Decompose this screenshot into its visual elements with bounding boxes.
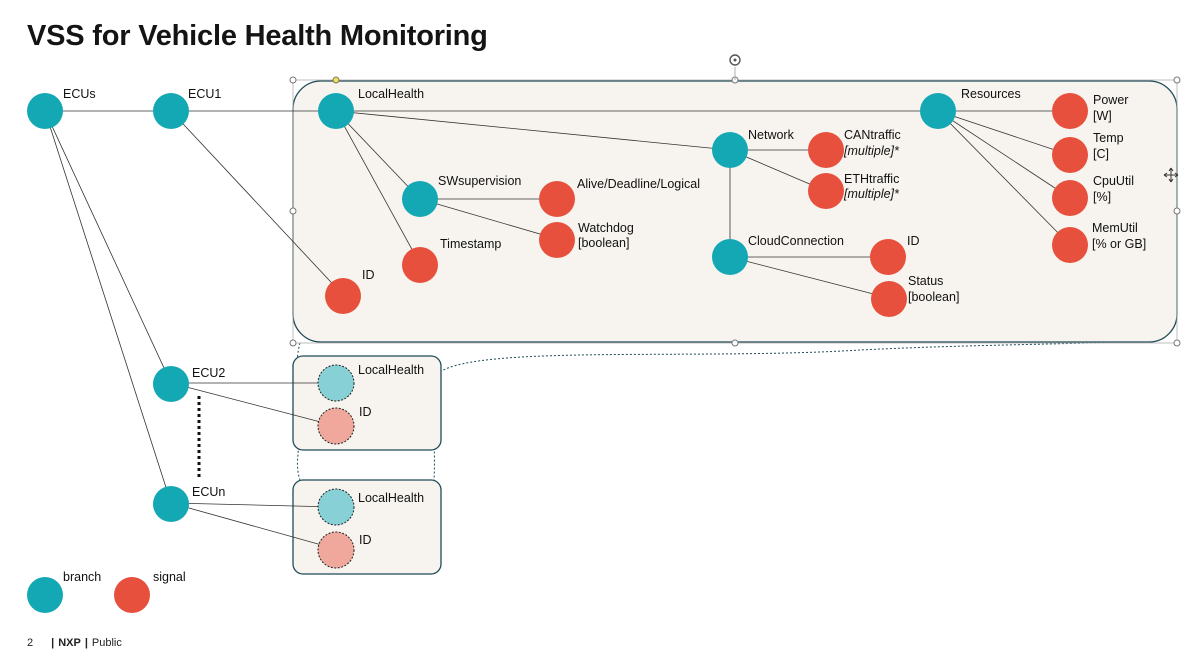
label-cloudconnection: CloudConnection (748, 234, 844, 248)
label-ecu2: ECU2 (192, 366, 225, 380)
footer: 2|NXP|Public (27, 637, 122, 649)
edge-swsupervision-watchdog (419, 198, 558, 240)
move-cursor-icon (1163, 167, 1179, 183)
edge-ecus-ecu2 (44, 110, 172, 384)
label-ecu2-id: ID (359, 405, 372, 419)
label-cpuutil-unit: [%] (1093, 190, 1111, 204)
node-ecun[interactable] (153, 486, 189, 522)
label-swsupervision: SWsupervision (438, 174, 521, 188)
label-resources: Resources (961, 87, 1021, 101)
edge-localhealth-network (335, 110, 731, 151)
node-memutil[interactable] (1052, 227, 1088, 263)
label-ecun-localhealth: LocalHealth (358, 491, 424, 505)
page-title: VSS for Vehicle Health Monitoring (27, 20, 488, 52)
edge-localhealth-swsupervision (335, 110, 421, 200)
resize-handle-ne[interactable] (1173, 76, 1181, 84)
resize-handle-s[interactable] (731, 339, 739, 347)
node-network[interactable] (712, 132, 748, 168)
resize-handle-w[interactable] (289, 207, 297, 215)
label-ecu2-localhealth: LocalHealth (358, 363, 424, 377)
legend-signal-swatch (114, 577, 150, 613)
label-ethtraffic: ETHtraffic (844, 172, 899, 186)
nodes (27, 93, 1088, 569)
label-ecus: ECUs (63, 87, 96, 101)
edge-localhealth-timestamp (335, 110, 421, 265)
node-localhealth[interactable] (318, 93, 354, 129)
footer-separator: | (84, 637, 88, 649)
node-ecu1-id[interactable] (325, 278, 361, 314)
edges (44, 110, 1071, 550)
node-labels: ECUs ECU1 LocalHealth Resources Power [W… (63, 87, 1146, 547)
selection-frame[interactable] (289, 54, 1181, 347)
page-number: 2 (27, 637, 34, 649)
edge-ecu2-id (170, 382, 337, 427)
node-cloudconnection[interactable] (712, 239, 748, 275)
node-alive[interactable] (539, 181, 575, 217)
edge-resources-memutil (937, 110, 1071, 246)
node-ecu2[interactable] (153, 366, 189, 402)
label-cpuutil: CpuUtil (1093, 174, 1134, 188)
node-status[interactable] (871, 281, 907, 317)
edge-resources-cpuutil (937, 110, 1071, 199)
resize-handle-e[interactable] (1173, 207, 1181, 215)
node-ecus[interactable] (27, 93, 63, 129)
label-cloud-id: ID (907, 234, 920, 248)
resize-handle-sw[interactable] (289, 339, 297, 347)
label-cantraffic: CANtraffic (844, 128, 901, 142)
edge-resources-temp (937, 110, 1071, 156)
label-status: Status (908, 274, 943, 288)
node-temp[interactable] (1052, 137, 1088, 173)
edge-cloudconnection-status (729, 256, 890, 299)
label-cantraffic-type: [multiple]* (843, 144, 900, 158)
label-memutil: MemUtil (1092, 221, 1138, 235)
classification: Public (91, 637, 122, 649)
label-localhealth: LocalHealth (358, 87, 424, 101)
legend: branch signal (27, 570, 186, 613)
label-power-unit: [W] (1093, 109, 1112, 123)
brand-name: NXP (58, 637, 81, 649)
label-watchdog-type: [boolean] (578, 236, 629, 250)
node-ecun-id[interactable] (317, 531, 355, 569)
label-ecu1: ECU1 (188, 87, 221, 101)
legend-branch-label: branch (63, 570, 101, 584)
edge-ecu1-id (170, 110, 344, 296)
node-ethtraffic[interactable] (808, 173, 844, 209)
node-resources[interactable] (920, 93, 956, 129)
label-watchdog: Watchdog (578, 221, 634, 235)
node-ecu1[interactable] (153, 93, 189, 129)
label-temp-unit: [C] (1093, 147, 1109, 161)
node-ecun-localhealth[interactable] (317, 488, 355, 526)
legend-signal-label: signal (153, 570, 186, 584)
adjust-handle[interactable] (332, 76, 340, 84)
footer-separator: | (51, 637, 55, 649)
node-cpuutil[interactable] (1052, 180, 1088, 216)
label-ecun: ECUn (192, 485, 225, 499)
label-memutil-unit: [% or GB] (1092, 237, 1146, 251)
label-temp: Temp (1093, 131, 1124, 145)
resize-handle-nw[interactable] (289, 76, 297, 84)
label-ecun-id: ID (359, 533, 372, 547)
rotate-handle-icon[interactable] (729, 54, 741, 66)
node-watchdog[interactable] (539, 222, 575, 258)
label-ecu1-id: ID (362, 268, 375, 282)
label-status-type: [boolean] (908, 290, 959, 304)
edge-ecun-id (170, 502, 337, 550)
node-ecu2-localhealth[interactable] (317, 364, 355, 402)
label-timestamp: Timestamp (440, 237, 501, 251)
label-network: Network (748, 128, 795, 142)
node-cantraffic[interactable] (808, 132, 844, 168)
node-swsupervision[interactable] (402, 181, 438, 217)
label-ethtraffic-type: [multiple]* (843, 187, 900, 201)
edge-ecus-ecun (44, 110, 172, 504)
resize-handle-se[interactable] (1173, 339, 1181, 347)
node-cloud-id[interactable] (870, 239, 906, 275)
node-timestamp[interactable] (402, 247, 438, 283)
legend-branch-swatch (27, 577, 63, 613)
label-power: Power (1093, 93, 1128, 107)
node-power[interactable] (1052, 93, 1088, 129)
label-alive: Alive/Deadline/Logical (577, 177, 700, 191)
edge-ecun-localhealth (170, 502, 337, 508)
node-ecu2-id[interactable] (317, 407, 355, 445)
